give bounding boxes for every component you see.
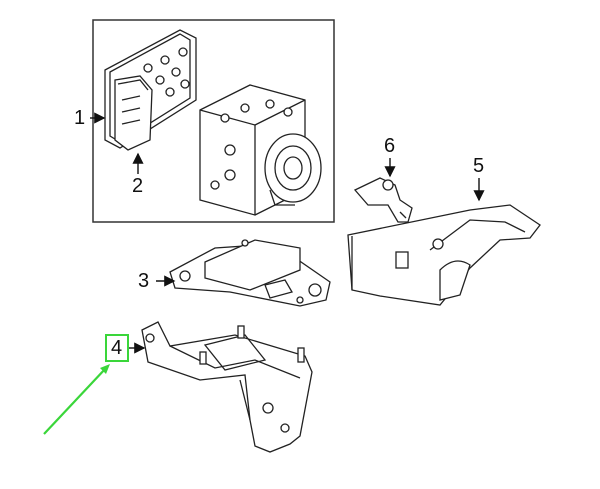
mount-plate-icon (169, 239, 331, 307)
control-module-icon (199, 84, 322, 216)
callout-3: 3 (138, 270, 150, 292)
highlight-box (105, 334, 129, 362)
leader-lines (90, 112, 485, 354)
callout-5: 5 (473, 155, 485, 177)
module-cover-icon (104, 29, 197, 151)
callout-4: 4 (111, 337, 123, 359)
shield-icon (347, 204, 541, 306)
highlight-arrow (43, 367, 107, 435)
inset-frame (92, 19, 335, 223)
highlight-arrow-head (100, 364, 110, 374)
callout-1: 1 (74, 107, 86, 129)
wheel-speed-sensor-icon (353, 177, 413, 223)
callout-6: 6 (384, 135, 396, 157)
callout-2: 2 (132, 175, 144, 197)
bracket-icon (141, 321, 313, 453)
